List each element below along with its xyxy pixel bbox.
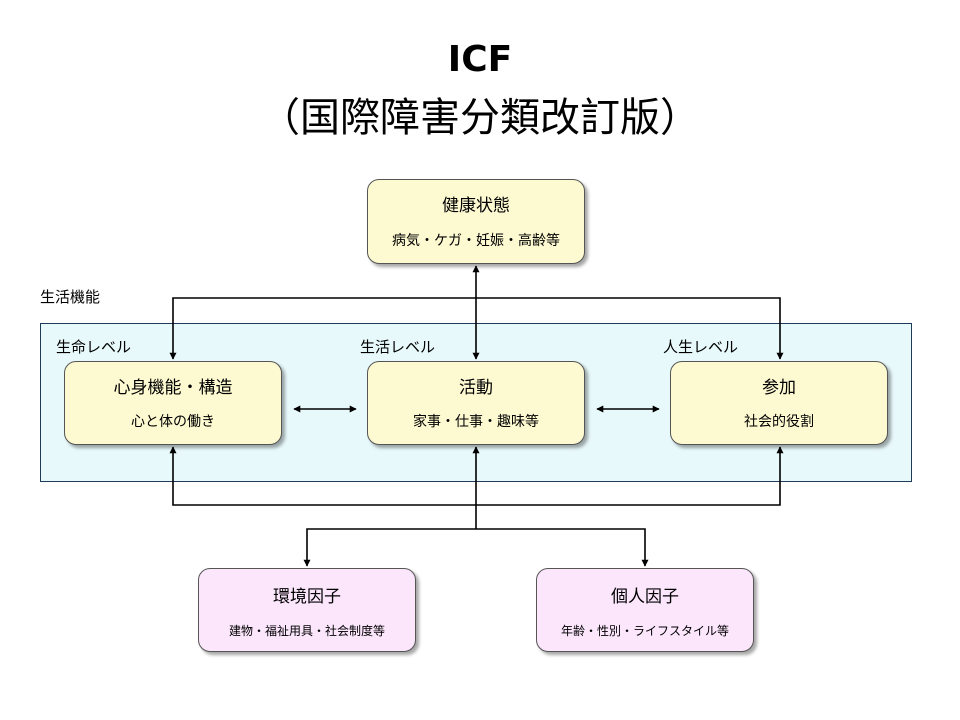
body-functions-detail: 心と体の働き <box>131 414 215 430</box>
level-label-living: 生活レベル <box>360 338 436 356</box>
participation-detail: 社会的役割 <box>744 414 814 430</box>
environmental-factors-title: 環境因子 <box>273 587 341 607</box>
activity-title: 活動 <box>459 378 493 398</box>
participation-title: 参加 <box>762 378 796 398</box>
activity-box: 活動 家事・仕事・趣味等 <box>367 361 585 445</box>
environmental-factors-detail: 建物・福祉用具・社会制度等 <box>228 624 385 638</box>
personal-factors-title: 個人因子 <box>611 587 679 607</box>
functioning-label: 生活機能 <box>40 288 101 306</box>
health-condition-box: 健康状態 病気・ケガ・妊娠・高齢等 <box>367 179 585 264</box>
level-label-life: 生命レベル <box>56 338 132 356</box>
level-label-human-life: 人生レベル <box>663 338 739 356</box>
arrow-top-bus <box>169 297 784 360</box>
body-functions-title: 心身機能・構造 <box>113 378 233 398</box>
personal-factors-box: 個人因子 年齢・性別・ライフスタイル等 <box>536 568 754 652</box>
health-condition-title: 健康状態 <box>442 196 510 216</box>
personal-factors-detail: 年齢・性別・ライフスタイル等 <box>560 624 729 638</box>
activity-detail: 家事・仕事・趣味等 <box>413 414 539 430</box>
environmental-factors-box: 環境因子 建物・福祉用具・社会制度等 <box>198 568 416 652</box>
arrow-to-factors <box>303 528 649 567</box>
slide-title: ICF <box>447 39 513 80</box>
slide-subtitle: （国際障害分類改訂版） <box>260 95 700 141</box>
body-functions-box: 心身機能・構造 心と体の働き <box>64 361 282 445</box>
participation-box: 参加 社会的役割 <box>670 361 888 445</box>
health-condition-detail: 病気・ケガ・妊娠・高齢等 <box>392 233 560 249</box>
